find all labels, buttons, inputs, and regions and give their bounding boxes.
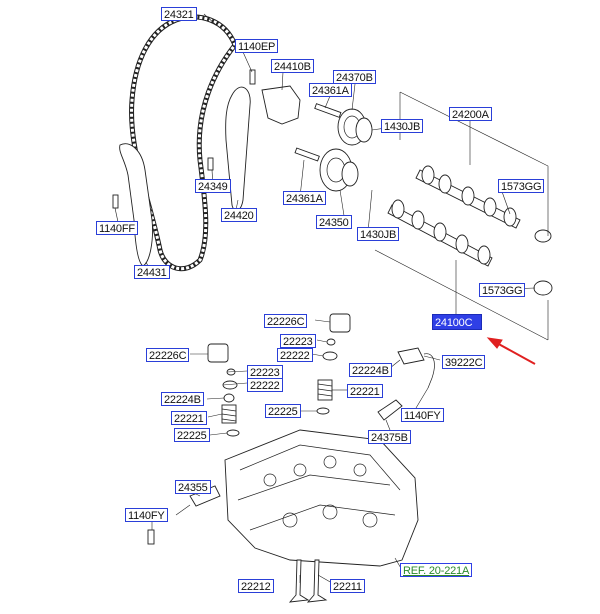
label-cvvt-intake[interactable]: 24350 [316, 215, 352, 229]
label-keeper-right[interactable]: 22223 [280, 334, 316, 348]
label-lifter-right[interactable]: 22226C [264, 314, 308, 328]
label-spring-left[interactable]: 22221 [171, 411, 207, 425]
tensioner-bolt-shape [207, 157, 214, 171]
chain-guide-left-shape [119, 143, 153, 267]
label-guide-bolt[interactable]: 1140FF [96, 221, 138, 235]
label-seal-left[interactable]: 22224B [161, 392, 204, 406]
label-cvvt-exhaust[interactable]: 24370B [333, 70, 376, 84]
label-retainer-left[interactable]: 22222 [247, 378, 283, 392]
sprocket-bolt-lower-shape [294, 147, 320, 162]
seal-left-shape [223, 393, 235, 403]
seal-lower-shape [533, 280, 553, 296]
sprocket-bolt-upper-shape [314, 103, 342, 118]
reference-link[interactable]: REF. 20-221A [400, 563, 473, 577]
sensor-shape [397, 347, 425, 365]
label-seat-left[interactable]: 22225 [174, 428, 210, 442]
label-lifter-left[interactable]: 22226C [146, 348, 190, 362]
label-sprocket-lower-bolt[interactable]: 24361A [283, 191, 326, 205]
label-bolt-top[interactable]: 1140EP [235, 39, 279, 53]
label-oil-valve[interactable]: 24355 [175, 480, 211, 494]
label-valve-exhaust[interactable]: 22211 [330, 579, 365, 593]
valve-exhaust-shape [306, 559, 328, 603]
timing-chain [129, 14, 238, 272]
label-camshaft-intake[interactable]: 24200A [449, 107, 492, 121]
valve-bolt-shape [147, 529, 155, 545]
retainer-right-shape [322, 351, 338, 361]
camshaft-lower [387, 199, 493, 267]
label-timing-chain[interactable]: 24321 [161, 7, 197, 21]
pointer-arrow [486, 337, 536, 365]
chain-tensioner-shape [261, 85, 301, 125]
guide-bolt-shape [112, 194, 119, 209]
label-cam-sprocket-bolt[interactable]: 24361A [309, 83, 352, 97]
seat-right-shape [316, 407, 330, 415]
label-chain-guide[interactable]: 24420 [221, 208, 257, 222]
spring-left-shape [221, 404, 237, 424]
label-keeper-left[interactable]: 22223 [247, 365, 283, 379]
label-key-lower[interactable]: 1430JB [357, 227, 400, 241]
label-sensor-bolt[interactable]: 1140FY [401, 408, 444, 422]
cylinder-head [224, 429, 419, 567]
seat-left-shape [226, 429, 240, 437]
label-tensioner-bolt[interactable]: 24349 [195, 179, 231, 193]
label-seal-right[interactable]: 22224B [349, 363, 392, 377]
label-ocv[interactable]: 24375B [368, 430, 411, 444]
label-seal-upper[interactable]: 1573GG [498, 179, 545, 193]
camshaft-bracket [374, 91, 549, 341]
lifter-left-shape [207, 343, 229, 363]
label-seal-lower[interactable]: 1573GG [479, 283, 526, 297]
ocv-shape [377, 399, 403, 421]
bolt-top-shape [249, 69, 256, 85]
label-seat-right[interactable]: 22225 [265, 404, 301, 418]
label-valve-intake[interactable]: 22212 [238, 579, 274, 593]
label-chain-guide-left[interactable]: 24431 [134, 265, 170, 279]
camshaft-upper [415, 165, 521, 229]
label-key-upper[interactable]: 1430JB [381, 119, 424, 133]
label-retainer-right[interactable]: 22222 [277, 348, 313, 362]
spring-right-shape [317, 379, 333, 401]
lifter-right-shape [329, 313, 351, 333]
label-chain-tensioner-arm[interactable]: 24410B [271, 59, 314, 73]
label-camshaft-exhaust-highlighted[interactable]: 24100C [432, 314, 482, 330]
label-sensor[interactable]: 39222C [442, 355, 486, 369]
cvvt-lower [319, 148, 359, 192]
label-spring-right[interactable]: 22221 [347, 384, 383, 398]
label-valve-bolt[interactable]: 1140FY [125, 508, 168, 522]
valve-intake-shape [288, 559, 310, 603]
seal-upper-shape [534, 229, 552, 243]
keeper-right-shape [326, 338, 336, 346]
cvvt-upper [337, 108, 373, 146]
